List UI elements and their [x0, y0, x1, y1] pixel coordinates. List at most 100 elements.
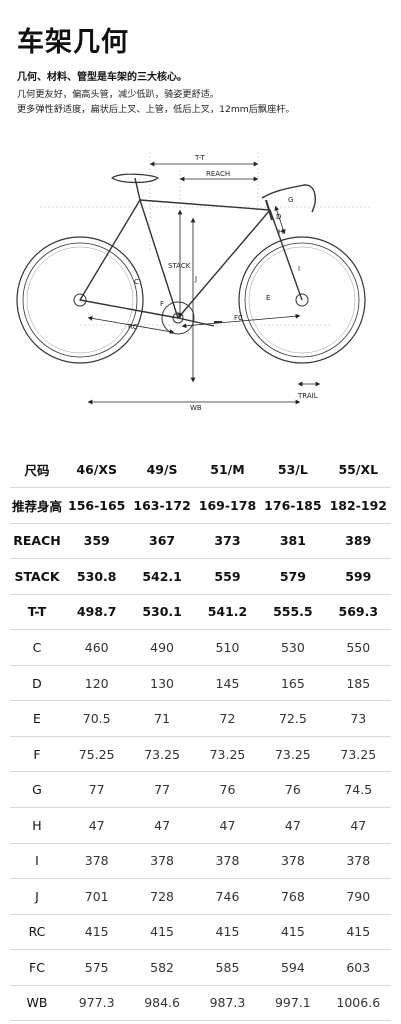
- table-header-row: 尺码 46/XS 49/S 51/M 53/L 55/XL: [10, 452, 391, 489]
- column-header: 55/XL: [325, 452, 391, 489]
- page-title: 车架几何: [17, 27, 129, 58]
- table-cell: 585: [194, 949, 261, 986]
- table-cell: 72: [194, 700, 261, 737]
- table-cell: 55: [325, 1020, 391, 1024]
- table-cell: 367: [129, 523, 195, 560]
- description-line-2: 更多弹性舒适度，扁状后上叉、上管，低后上叉，12mm后飘座杆。: [17, 104, 295, 115]
- table-cell: 594: [260, 949, 326, 986]
- row-label: H: [10, 807, 64, 844]
- description-line-1: 几何更友好，偏高头管，减少低趴，骑姿更舒适。: [17, 89, 220, 100]
- label-stack: STACK: [168, 262, 191, 270]
- table-cell: 71: [64, 1020, 130, 1024]
- row-label: 推荐身高: [10, 487, 64, 524]
- label-f: F: [160, 300, 164, 308]
- table-cell: 415: [325, 914, 391, 951]
- row-label: J: [10, 878, 64, 915]
- table-cell: 47: [194, 807, 261, 844]
- table-cell: 145: [194, 665, 261, 702]
- row-label: WB: [10, 985, 64, 1022]
- table-cell: 47: [325, 807, 391, 844]
- table-cell: 579: [260, 558, 326, 595]
- column-header: 46/XS: [64, 452, 130, 489]
- row-label: TRAIL: [10, 1020, 64, 1024]
- table-cell: 176-185: [260, 487, 326, 524]
- table-cell: 575: [64, 949, 130, 986]
- table-cell: 555.5: [260, 594, 326, 631]
- table-cell: 378: [129, 843, 195, 880]
- label-i: I: [298, 265, 300, 273]
- column-header: 49/S: [129, 452, 195, 489]
- table-cell: 169-178: [194, 487, 261, 524]
- table-cell: 47: [260, 807, 326, 844]
- table-cell: 746: [194, 878, 261, 915]
- table-cell: 185: [325, 665, 391, 702]
- table-cell: 71: [129, 700, 195, 737]
- table-row: TRAIL7168625855: [10, 1020, 391, 1024]
- table-cell: 77: [129, 771, 195, 808]
- table-cell: 550: [325, 629, 391, 666]
- table-cell: 73.25: [194, 736, 261, 773]
- table-cell: 70.5: [64, 700, 130, 737]
- label-j: J: [194, 275, 197, 283]
- label-wb: WB: [190, 404, 202, 412]
- table-cell: 156-165: [64, 487, 130, 524]
- bike-geometry-diagram: T-T REACH STACK WB TRAIL C D E F G H I J…: [0, 140, 401, 415]
- table-cell: 389: [325, 523, 391, 560]
- table-cell: 415: [129, 914, 195, 951]
- row-label: G: [10, 771, 64, 808]
- column-header: 53/L: [260, 452, 326, 489]
- label-fc: FC: [234, 314, 243, 322]
- row-label: RC: [10, 914, 64, 951]
- column-header: 尺码: [10, 452, 64, 489]
- bike-diagram-svg: T-T REACH STACK WB TRAIL C D E F G H I J…: [16, 152, 370, 412]
- table-cell: 498.7: [64, 594, 130, 631]
- label-reach: REACH: [206, 170, 230, 178]
- table-cell: 73: [325, 700, 391, 737]
- label-c: C: [134, 278, 139, 286]
- table-cell: 987.3: [194, 985, 261, 1022]
- table-cell: 603: [325, 949, 391, 986]
- row-label: FC: [10, 949, 64, 986]
- table-cell: 415: [64, 914, 130, 951]
- label-d: D: [276, 213, 281, 221]
- table-cell: 977.3: [64, 985, 130, 1022]
- label-trail: TRAIL: [297, 392, 318, 400]
- row-label: D: [10, 665, 64, 702]
- table-cell: 997.1: [260, 985, 326, 1022]
- table-cell: 530.8: [64, 558, 130, 595]
- table-cell: 378: [194, 843, 261, 880]
- table-cell: 77: [64, 771, 130, 808]
- row-label: STACK: [10, 558, 64, 595]
- table-cell: 68: [129, 1020, 195, 1024]
- row-label: REACH: [10, 523, 64, 560]
- table-cell: 47: [64, 807, 130, 844]
- table-cell: 73.25: [129, 736, 195, 773]
- table-cell: 599: [325, 558, 391, 595]
- table-cell: 542.1: [129, 558, 195, 595]
- table-cell: 73.25: [260, 736, 326, 773]
- table-cell: 415: [260, 914, 326, 951]
- table-cell: 163-172: [129, 487, 195, 524]
- label-e: E: [266, 294, 270, 302]
- label-g: G: [288, 196, 293, 204]
- table-cell: 378: [64, 843, 130, 880]
- dimension-arrows: [87, 161, 321, 405]
- table-cell: 58: [260, 1020, 326, 1024]
- table-cell: 75.25: [64, 736, 130, 773]
- row-label: I: [10, 843, 64, 880]
- description: 几何更友好，偏高头管，减少低趴，骑姿更舒适。 更多弹性舒适度，扁状后上叉、上管，…: [17, 87, 295, 117]
- label-tt: T-T: [194, 154, 206, 162]
- row-label: C: [10, 629, 64, 666]
